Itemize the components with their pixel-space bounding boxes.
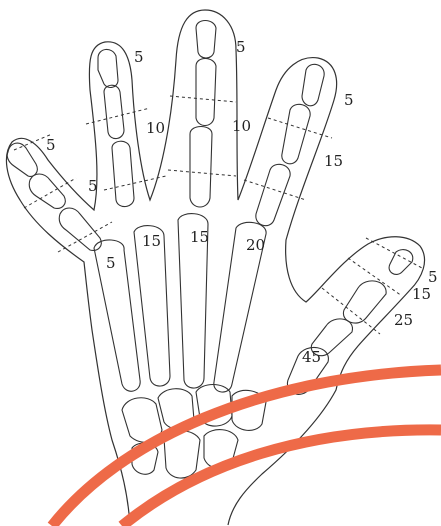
label-middle-distal: 5 [236, 38, 246, 56]
ring-finger-bones [98, 49, 134, 206]
label-middle-middle: 10 [232, 117, 251, 135]
index-finger-bones [256, 64, 324, 225]
percentage-labels: 5 5 5 5 10 15 5 10 15 5 15 20 5 15 25 45 [46, 38, 438, 366]
label-ring-metacarpal: 15 [142, 232, 161, 250]
little-finger-bones [7, 143, 101, 250]
label-ring-distal: 5 [134, 48, 144, 66]
label-index-middle: 15 [324, 152, 343, 170]
decorative-arcs [52, 370, 441, 526]
label-index-distal: 5 [344, 91, 354, 109]
label-thumb-metacarpal: 45 [302, 348, 321, 366]
label-little-distal: 5 [46, 136, 56, 154]
label-little-middle: 5 [88, 177, 98, 195]
amputation-cut-lines [14, 96, 422, 334]
label-thumb-tip-b: 15 [412, 285, 431, 303]
metacarpal-bones [94, 214, 266, 392]
label-middle-metacarpal: 15 [190, 228, 209, 246]
label-thumb-proximal: 25 [394, 311, 413, 329]
label-thumb-tip-a: 5 [428, 268, 438, 286]
label-little-proximal: 5 [106, 254, 116, 272]
label-ring-middle: 10 [146, 119, 165, 137]
middle-finger-bones [190, 21, 216, 208]
label-index-metacarpal: 20 [246, 236, 265, 254]
